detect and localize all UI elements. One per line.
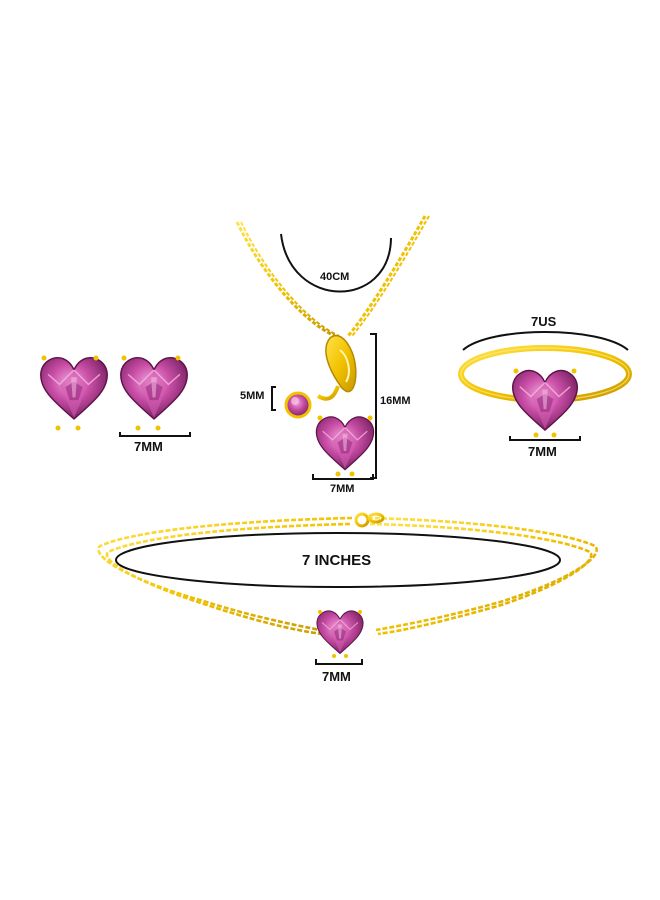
bracelet-length-label: 7 INCHES <box>302 552 372 569</box>
earring-left <box>39 355 109 431</box>
bracelet-chain <box>97 516 598 636</box>
prong <box>93 355 99 361</box>
chain-length-arc <box>280 233 392 293</box>
ring-size-label: 7US <box>531 314 557 329</box>
ring-stone-bracket <box>509 436 581 441</box>
prong <box>121 355 127 361</box>
bracelet-clasp <box>354 512 385 528</box>
necklace-chain-length-label: 40CM <box>320 271 350 283</box>
earring-width-label: 7MM <box>134 439 163 454</box>
pendant-heart-width-label: 7MM <box>330 483 355 495</box>
bracelet-stone-bracket <box>315 659 363 665</box>
prong <box>135 425 141 431</box>
small-stone-bracket <box>271 386 276 411</box>
prong <box>155 425 161 431</box>
small-stone-size-label: 5MM <box>240 390 265 402</box>
bracelet-stone-size-label: 7MM <box>322 669 351 684</box>
ring-size-arc <box>462 331 629 351</box>
prong <box>41 355 47 361</box>
ring-stone-size-label: 7MM <box>528 444 557 459</box>
earring-width-bracket <box>119 432 191 437</box>
pendant-height-label: 16MM <box>380 395 411 407</box>
pendant-height-bracket <box>370 333 377 479</box>
bracelet-stone <box>316 610 364 658</box>
ring-stone <box>511 368 579 438</box>
prong <box>55 425 61 431</box>
prong <box>175 355 181 361</box>
pendant-width-bracket <box>312 474 374 480</box>
pendant-small-stone <box>284 391 312 419</box>
earring-right <box>119 355 189 431</box>
necklace-chain <box>235 215 430 338</box>
prong <box>75 425 81 431</box>
pendant-heart <box>315 415 375 477</box>
pendant-bail <box>316 334 357 401</box>
bracelet-length-ellipse <box>115 532 561 588</box>
